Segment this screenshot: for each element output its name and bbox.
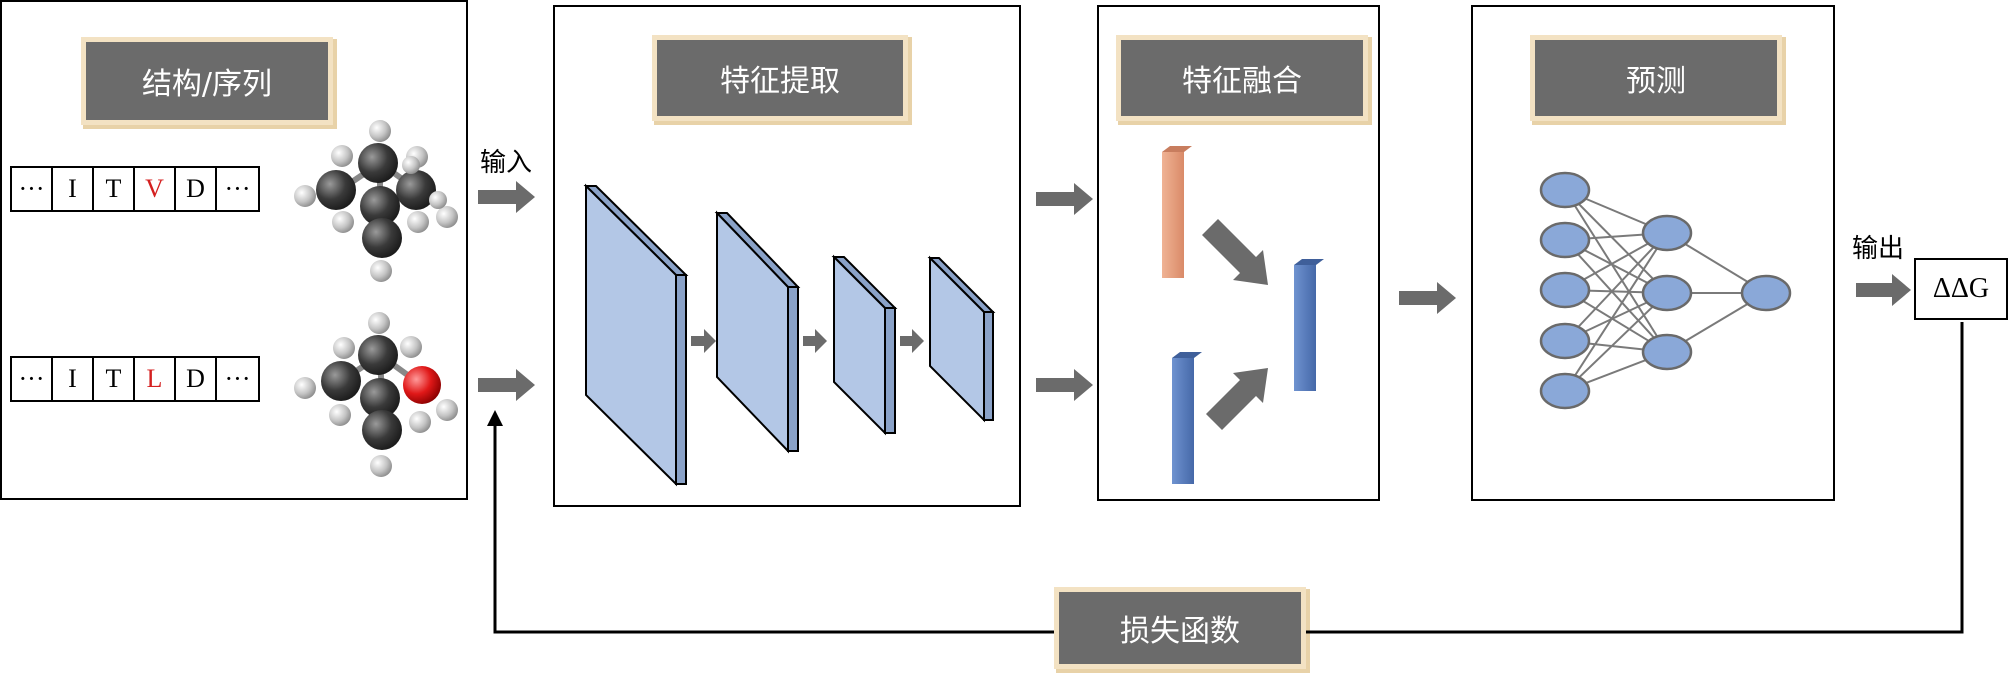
arrow-icon — [478, 181, 535, 213]
loss-feedback-line — [493, 322, 1964, 634]
feature-bar-orange — [1162, 152, 1184, 278]
arrow-icon — [1036, 369, 1093, 401]
arrow-icon — [803, 329, 827, 353]
input-label: 输入 — [480, 148, 533, 178]
seq-residue: ··· — [224, 364, 251, 393]
feature-extraction-title: 特征提取 — [657, 40, 903, 116]
nn-node — [1539, 221, 1591, 259]
arrow-icon — [691, 329, 716, 353]
nn-node — [1539, 171, 1591, 209]
seq-residue: D — [176, 358, 217, 400]
loss-function-title: 损失函数 — [1059, 592, 1301, 664]
arrow-icon — [1206, 368, 1268, 430]
feature-bar-blue-lower — [1172, 358, 1194, 484]
molecule-mutant — [294, 312, 458, 477]
seq-residue-mutation: V — [135, 168, 176, 210]
seq-residue: I — [53, 358, 94, 400]
conv-layers — [583, 183, 996, 487]
seq-residue-mutation: L — [135, 358, 176, 400]
nn-node — [1641, 333, 1693, 371]
neural-network — [1539, 171, 1792, 410]
arrow-icon — [1036, 183, 1093, 215]
arrow-up-icon — [487, 410, 503, 426]
input-panel-title: 结构/序列 — [86, 42, 328, 120]
seq-residue: T — [94, 358, 135, 400]
sequence-wildtype: ··· I T V D ··· — [10, 166, 260, 212]
arrow-icon — [900, 329, 924, 353]
arrow-icon — [478, 369, 535, 401]
ddg-output-box: ΔΔG — [1914, 258, 2008, 320]
input-arrows — [478, 181, 535, 401]
arrow-icon — [1856, 274, 1911, 306]
nn-node — [1539, 271, 1591, 309]
sequence-mutant: ··· I T L D ··· — [10, 356, 260, 402]
molecule-wildtype — [294, 120, 458, 282]
nn-node — [1539, 322, 1591, 360]
arrow-icon — [1202, 219, 1268, 285]
seq-residue: D — [176, 168, 217, 210]
arrow-icon — [1399, 282, 1456, 314]
nn-node — [1740, 274, 1792, 312]
conv-arrows — [691, 329, 924, 353]
fusion-bars — [1162, 146, 1324, 484]
prediction-title: 预测 — [1535, 40, 1777, 116]
seq-residue: ··· — [12, 168, 53, 210]
feature-bar-blue-fused — [1294, 265, 1316, 391]
nn-node — [1641, 274, 1693, 312]
seq-residue: ··· — [12, 358, 53, 400]
seq-residue: T — [94, 168, 135, 210]
seq-residue: ··· — [224, 174, 251, 203]
feature-fusion-title: 特征融合 — [1121, 40, 1363, 116]
nn-node — [1641, 214, 1693, 252]
seq-residue: I — [53, 168, 94, 210]
nn-node — [1539, 372, 1591, 410]
fusion-input-arrows — [1036, 183, 1093, 401]
output-label: 输出 — [1852, 234, 1905, 264]
